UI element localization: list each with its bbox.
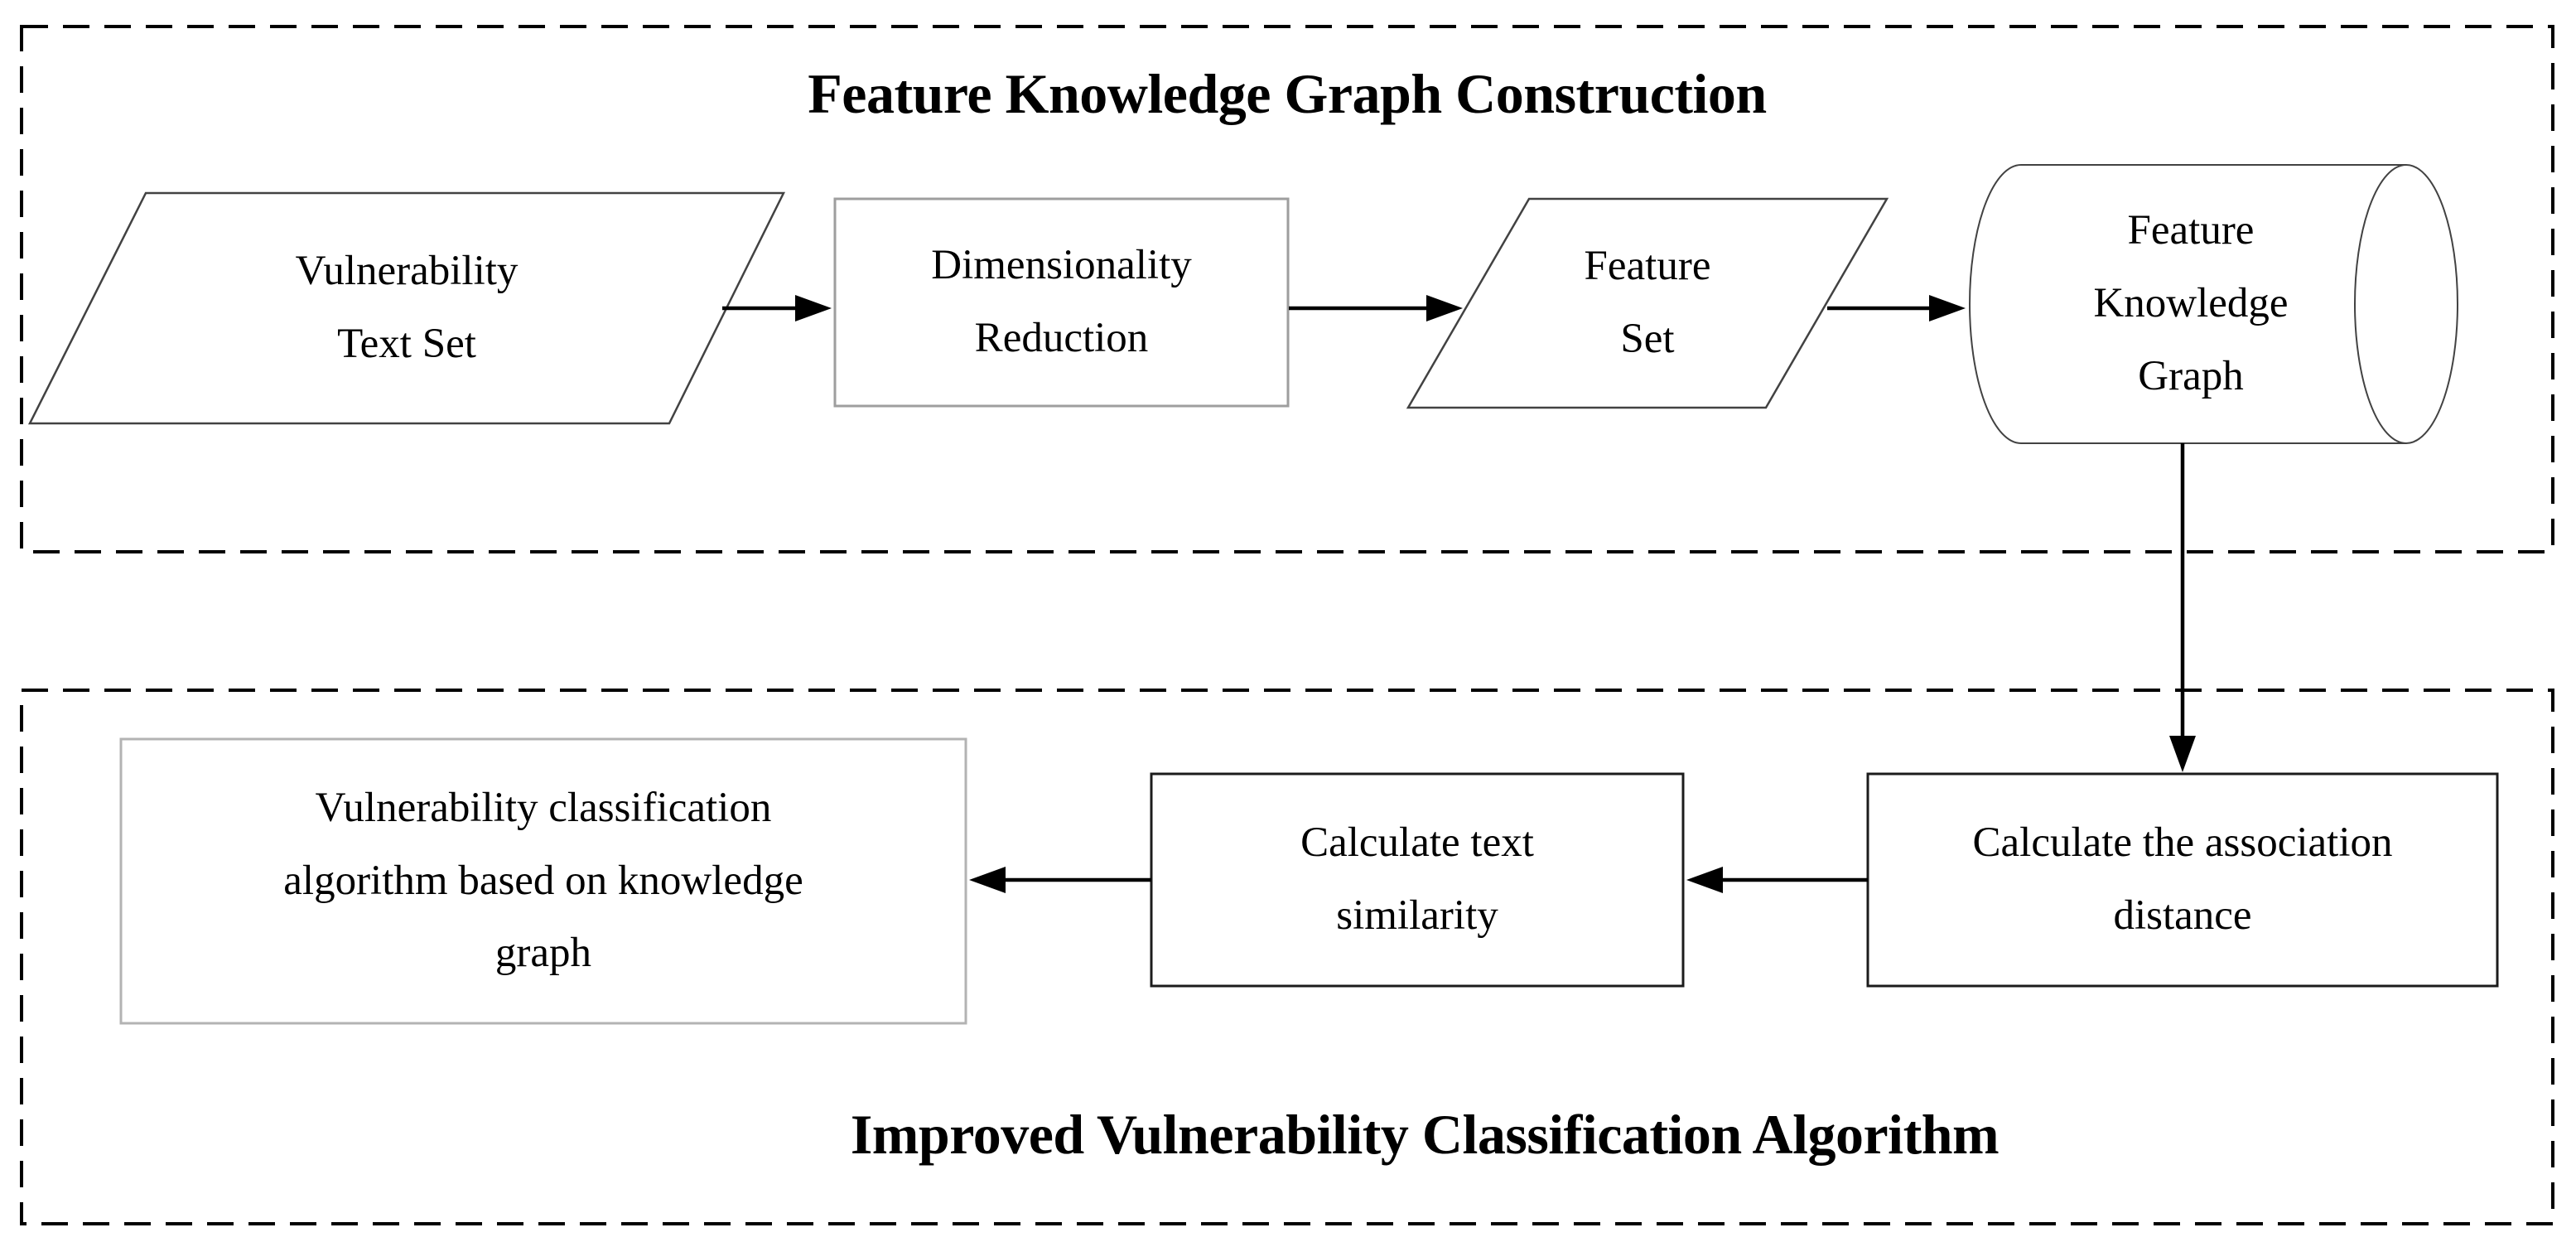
- bottom-section-dashed-frame: [20, 689, 2554, 1225]
- arrow-graph-to-distance: [2169, 443, 2196, 772]
- association-distance-box: [1866, 772, 2499, 988]
- dimensionality-reduction-box: [833, 197, 1290, 408]
- feature-knowledge-graph-cylinder-body: [1969, 164, 2406, 444]
- feature-set-label: Feature Set: [1584, 243, 1711, 362]
- vulnerability-text-set-label: Vulnerability Text Set: [295, 248, 519, 367]
- vulnerability-text-set-parallelogram: [27, 191, 786, 425]
- classification-algorithm-label: Vulnerability classification algorithm b…: [283, 784, 803, 977]
- text-similarity-label: Calculate text similarity: [1300, 819, 1534, 939]
- text-similarity-box: [1150, 772, 1685, 988]
- top-section-dashed-frame: [20, 25, 2554, 553]
- arrow-featureset-to-graph: [1827, 295, 1966, 321]
- dimensionality-reduction-label: Dimensionality Reduction: [931, 242, 1192, 361]
- bottom-section-title: Improved Vulnerability Classification Al…: [850, 1103, 2000, 1167]
- feature-knowledge-graph-cylinder-cap: [2354, 164, 2458, 444]
- arrow-similarity-to-algorithm: [969, 867, 1151, 893]
- classification-algorithm-box: [119, 737, 967, 1025]
- arrow-textset-to-reduction: [722, 295, 832, 321]
- feature-knowledge-graph-label: Feature Knowledge Graph: [2093, 207, 2289, 399]
- top-section-title: Feature Knowledge Graph Construction: [808, 62, 1767, 126]
- arrow-reduction-to-featureset: [1289, 295, 1463, 321]
- feature-set-parallelogram: [1406, 197, 1889, 409]
- arrow-distance-to-similarity: [1686, 867, 1868, 893]
- association-distance-label: Calculate the association distance: [1972, 819, 2393, 939]
